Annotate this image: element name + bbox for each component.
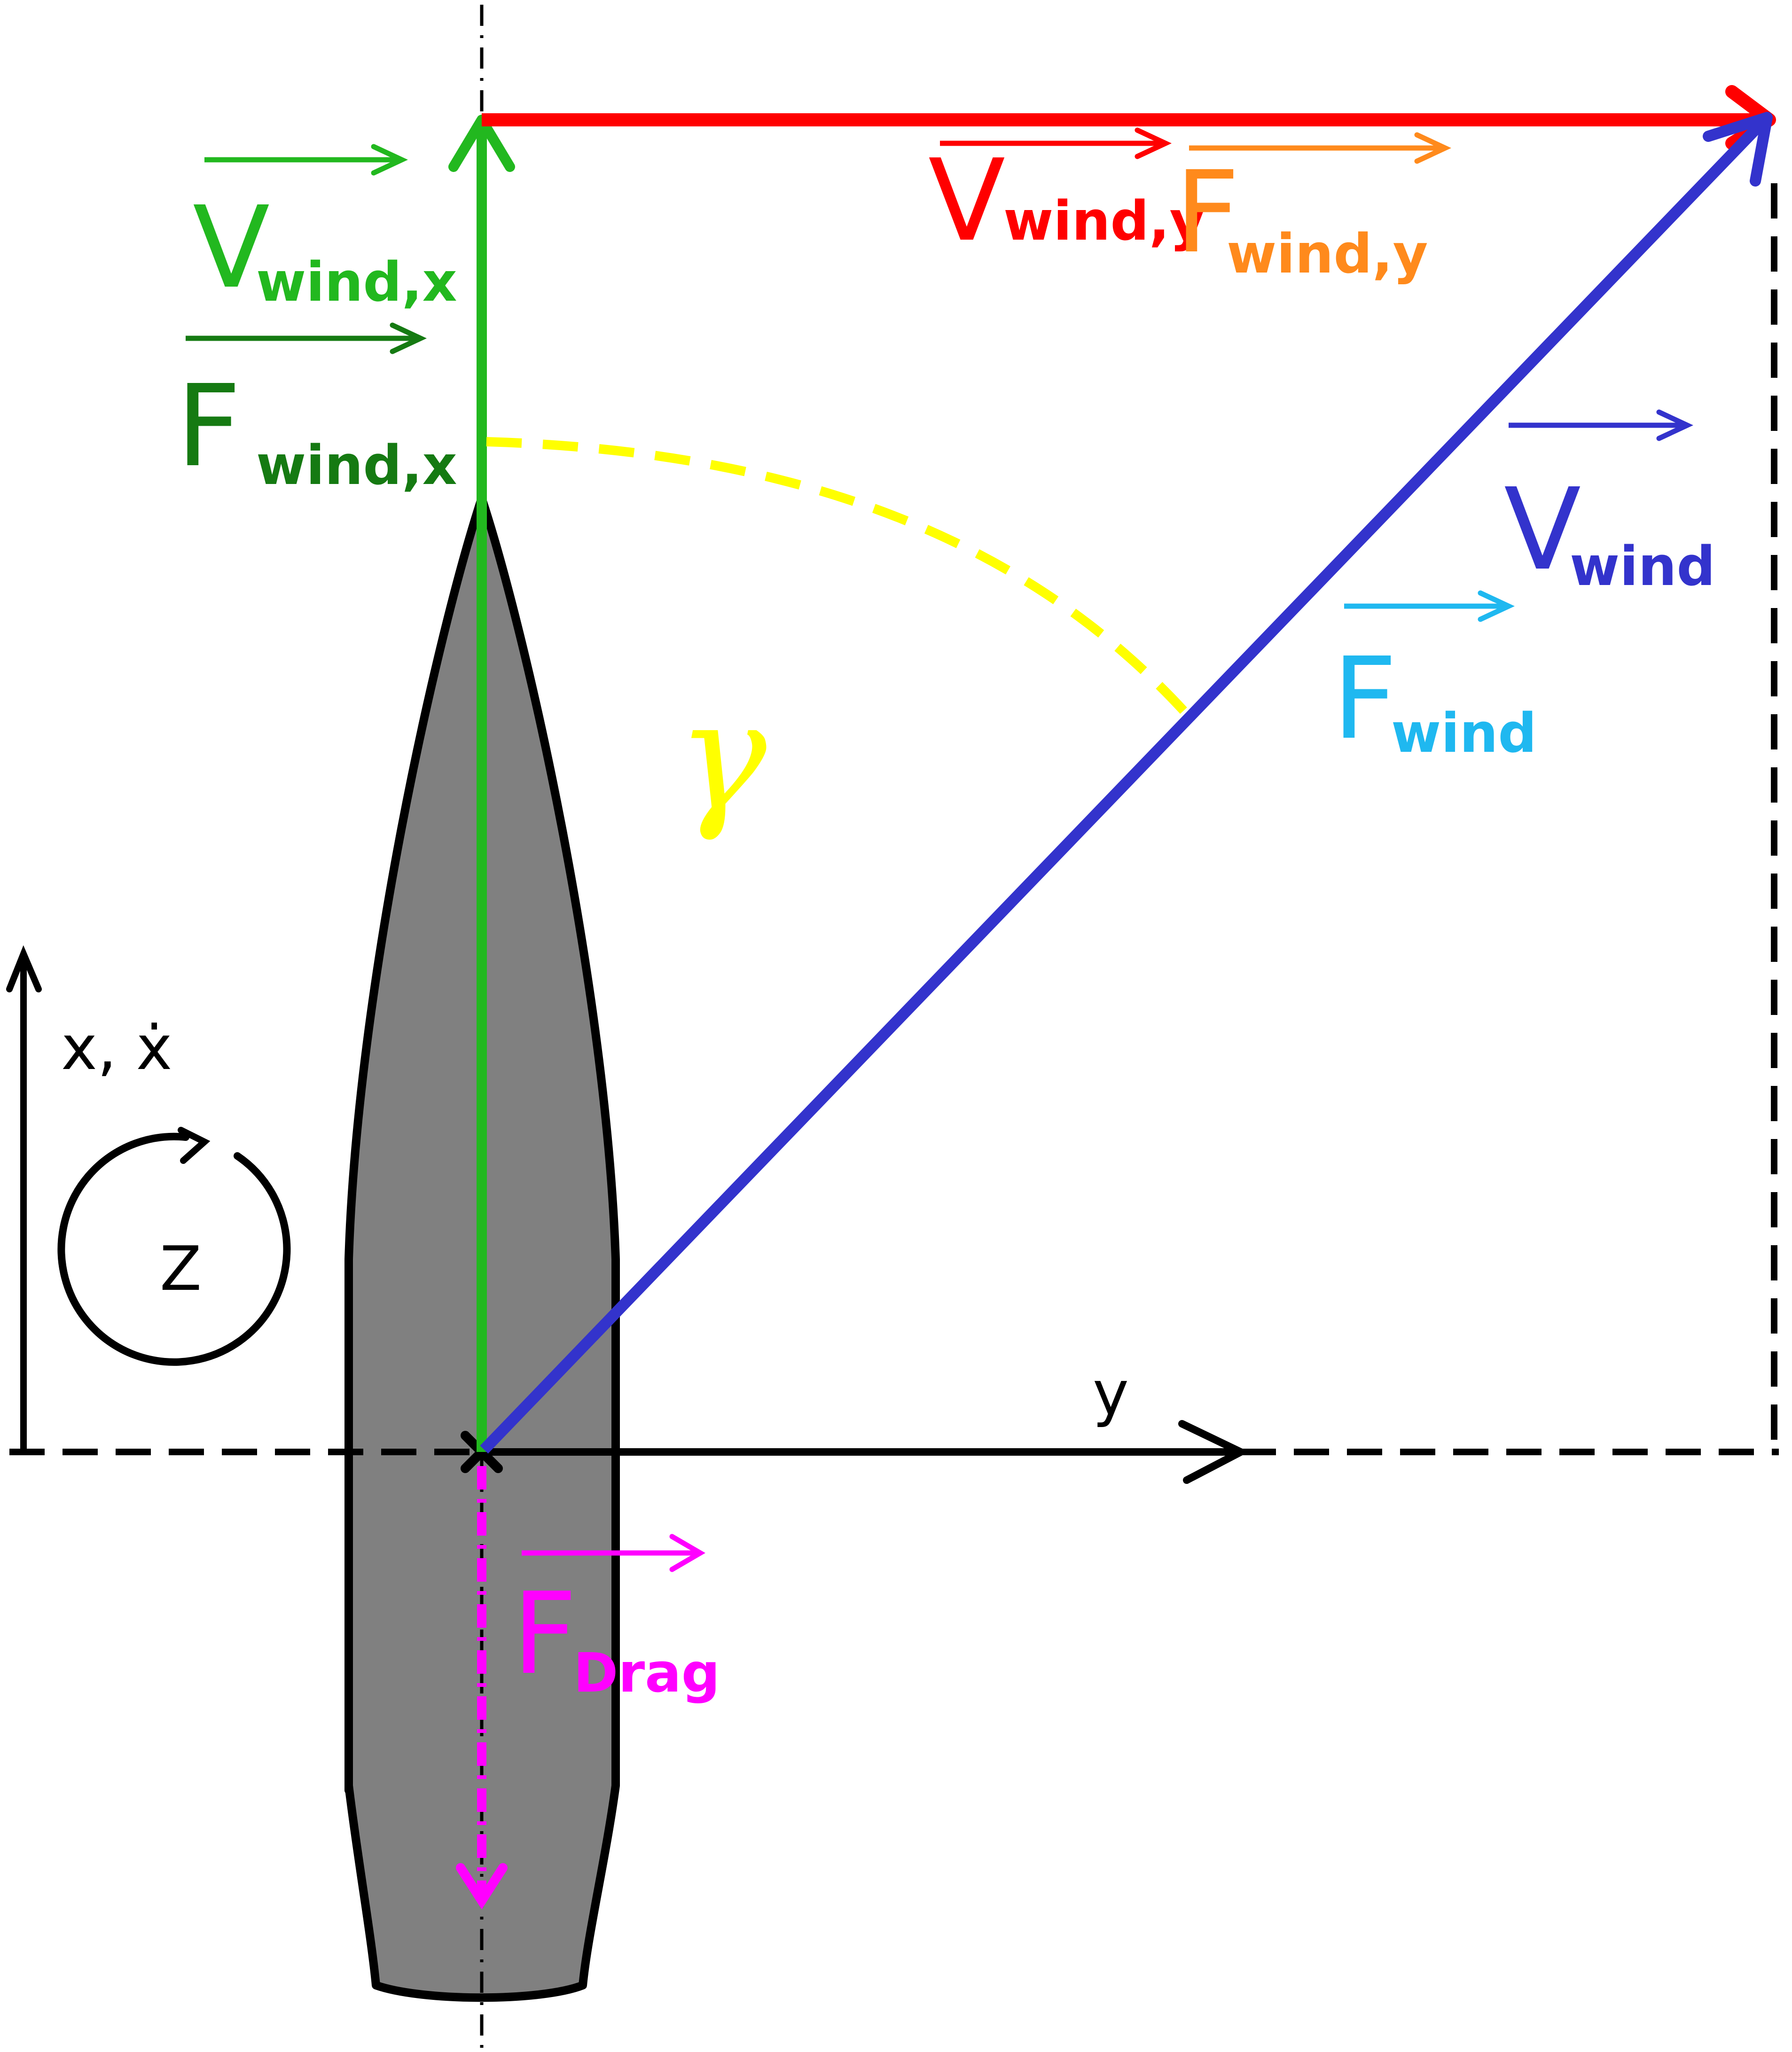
svg-text:wind: wind bbox=[1570, 535, 1715, 598]
v-wind-y-vector bbox=[482, 85, 1776, 150]
svg-text:F: F bbox=[512, 1568, 577, 1700]
f-wind-y-label: F wind,y bbox=[1175, 132, 1452, 286]
svg-text:wind,x: wind,x bbox=[256, 434, 457, 497]
svg-text:F: F bbox=[1332, 633, 1397, 765]
z-axis-label: Z bbox=[160, 1233, 202, 1304]
f-wind-label: F wind bbox=[1332, 590, 1537, 765]
svg-text:Drag: Drag bbox=[573, 1642, 720, 1705]
svg-text:wind,x: wind,x bbox=[256, 251, 457, 314]
f-wind-x-label: F wind,x bbox=[176, 322, 457, 497]
y-axis bbox=[482, 1420, 1249, 1484]
y-axis-label: y bbox=[1093, 1358, 1129, 1429]
svg-text:wind: wind bbox=[1391, 702, 1537, 765]
gamma-label: γ bbox=[677, 669, 768, 844]
z-rotation-indicator: Z bbox=[57, 1127, 291, 1366]
svg-text:F: F bbox=[176, 360, 241, 492]
svg-text:V: V bbox=[193, 182, 270, 313]
x-axis bbox=[6, 945, 42, 1450]
x-axis-label: x, ẋ bbox=[61, 1012, 172, 1084]
svg-text:V: V bbox=[928, 135, 1005, 266]
svg-text:V: V bbox=[1504, 464, 1581, 595]
v-wind-label: V wind bbox=[1504, 409, 1715, 598]
f-drag-label: F Drag bbox=[512, 1534, 720, 1705]
f-drag-vector bbox=[456, 1466, 508, 1910]
svg-text:F: F bbox=[1175, 147, 1240, 278]
v-wind-x-label: V wind,x bbox=[193, 144, 457, 314]
v-wind-vector bbox=[480, 112, 1773, 1454]
gamma-angle-arc bbox=[486, 437, 1193, 720]
v-wind-y-label: V wind,y bbox=[928, 127, 1205, 266]
svg-text:wind,y: wind,y bbox=[1227, 223, 1428, 286]
svg-text:wind,y: wind,y bbox=[1003, 190, 1205, 253]
